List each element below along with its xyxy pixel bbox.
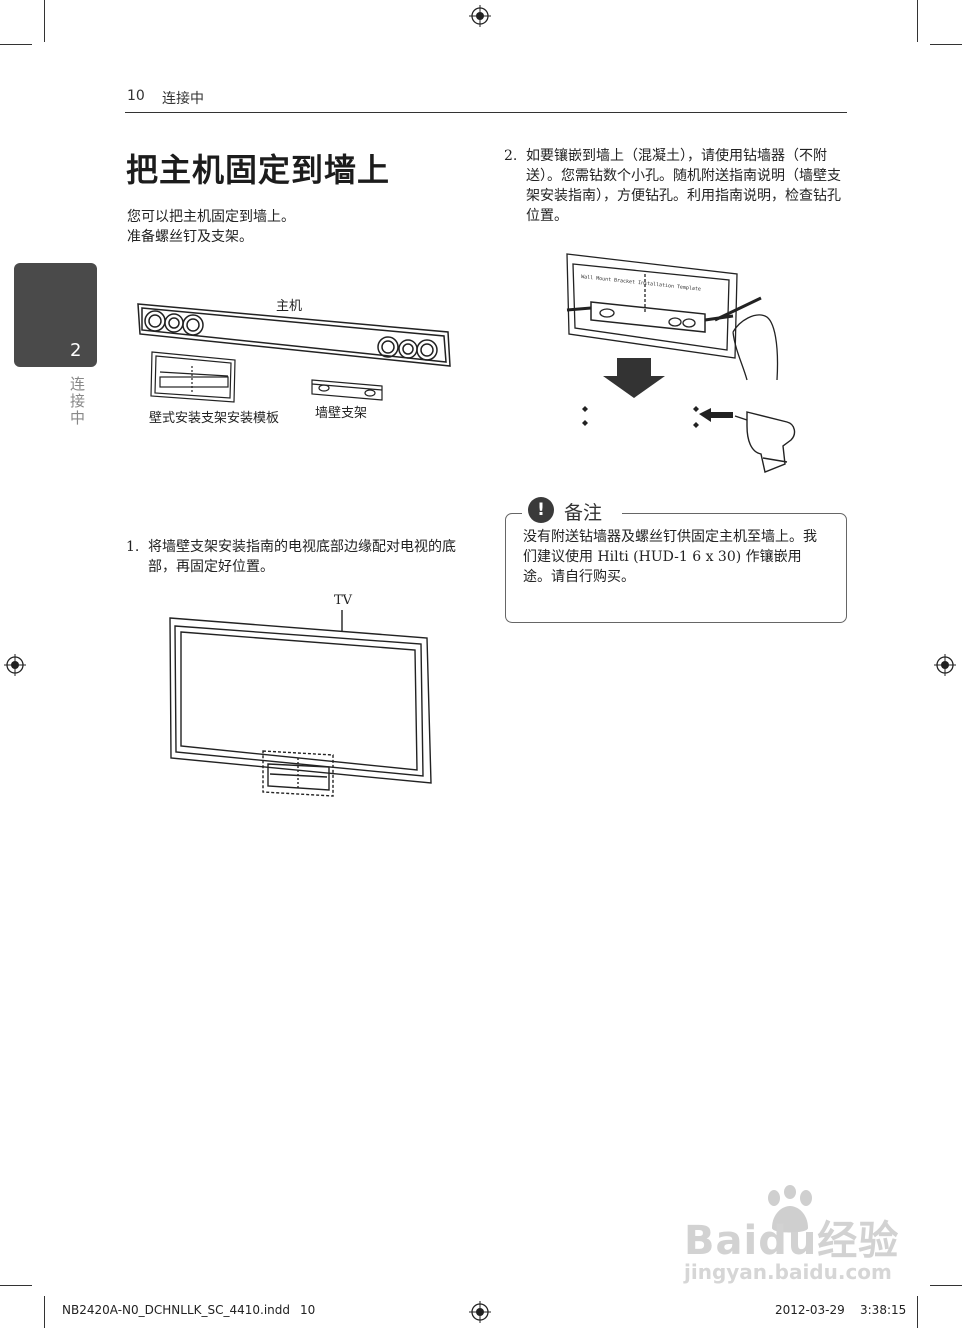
drill-icon [734, 411, 796, 473]
tv-illustration [169, 610, 432, 797]
soundbar-drawing [137, 303, 451, 367]
chapter-number: 2 [70, 340, 82, 361]
step-text: 将墙壁支架安装指南的电视底部边缘配对电视的底部，再固定好位置。 [148, 539, 456, 575]
main-unit-label: 主机 [276, 299, 303, 314]
footer-date: 2012-03-29 [775, 1303, 845, 1317]
chapter-label: 连接中 [68, 376, 86, 427]
intro-line: 准备螺丝钉及支架。 [127, 229, 253, 245]
crop-mark [44, 0, 45, 42]
down-arrow-icon [603, 358, 665, 398]
note-text: 没有附送钻墙器及螺丝钉供固定主机至墙上。我们建议使用 Hilti (HUD-1 … [523, 529, 817, 585]
step-number: 1. [126, 539, 140, 555]
footer-filename: NB2420A-N0_DCHNLLK_SC_4410.indd [62, 1303, 291, 1317]
registration-mark-icon [469, 5, 491, 27]
watermark-brand: Baidu经验 [684, 1218, 900, 1264]
page-number: 10 [127, 88, 145, 104]
bracket-label: 墙壁支架 [315, 406, 368, 421]
header-divider [125, 112, 847, 113]
step-number: 2. [504, 148, 518, 164]
exclamation-icon: ! [528, 497, 554, 523]
chapter-tab [14, 263, 97, 367]
step-1: 1. 将墙壁支架安装指南的电视底部边缘配对电视的底部，再固定好位置。 [126, 537, 471, 577]
intro-text: 您可以把主机固定到墙上。 准备螺丝钉及支架。 [127, 207, 295, 247]
footer-time: 3:38:15 [860, 1303, 907, 1317]
step-text: 如要镶嵌到墙上（混凝土），请使用钻墙器（不附送）。您需钻数个小孔。随机附送指南说… [526, 148, 841, 224]
registration-mark-icon [934, 654, 956, 676]
tv-label: TV [334, 593, 353, 608]
drilling-illustration: Wall Mount Bracket Installation Template [566, 253, 796, 473]
step-2: 2. 如要镶嵌到墙上（混凝土），请使用钻墙器（不附送）。您需钻数个小孔。随机附送… [504, 146, 849, 226]
running-header: 连接中 [162, 91, 204, 107]
crop-mark [917, 1296, 918, 1328]
template-drawing [150, 351, 236, 403]
watermark-url: jingyan.baidu.com [684, 1260, 892, 1284]
registration-mark-icon [469, 1301, 491, 1323]
crop-mark [930, 44, 962, 45]
crop-mark [0, 1285, 32, 1286]
left-arrow-icon [699, 408, 733, 422]
note-header: ! 备注 [522, 496, 622, 524]
bracket-drawing [311, 379, 383, 401]
crop-mark [0, 44, 32, 45]
baidu-paw-icon [768, 1185, 812, 1233]
footer-page: 10 [300, 1303, 316, 1317]
crop-mark [44, 1296, 45, 1328]
template-label: 壁式安装支架安装模板 [149, 411, 280, 426]
parts-illustration [137, 303, 451, 403]
crop-mark [930, 1285, 962, 1286]
note-title: 备注 [564, 502, 603, 524]
note-box [505, 513, 847, 623]
crop-mark [917, 0, 918, 42]
registration-mark-icon [4, 654, 26, 676]
page-title: 把主机固定到墙上 [126, 151, 391, 189]
intro-line: 您可以把主机固定到墙上。 [127, 209, 295, 225]
